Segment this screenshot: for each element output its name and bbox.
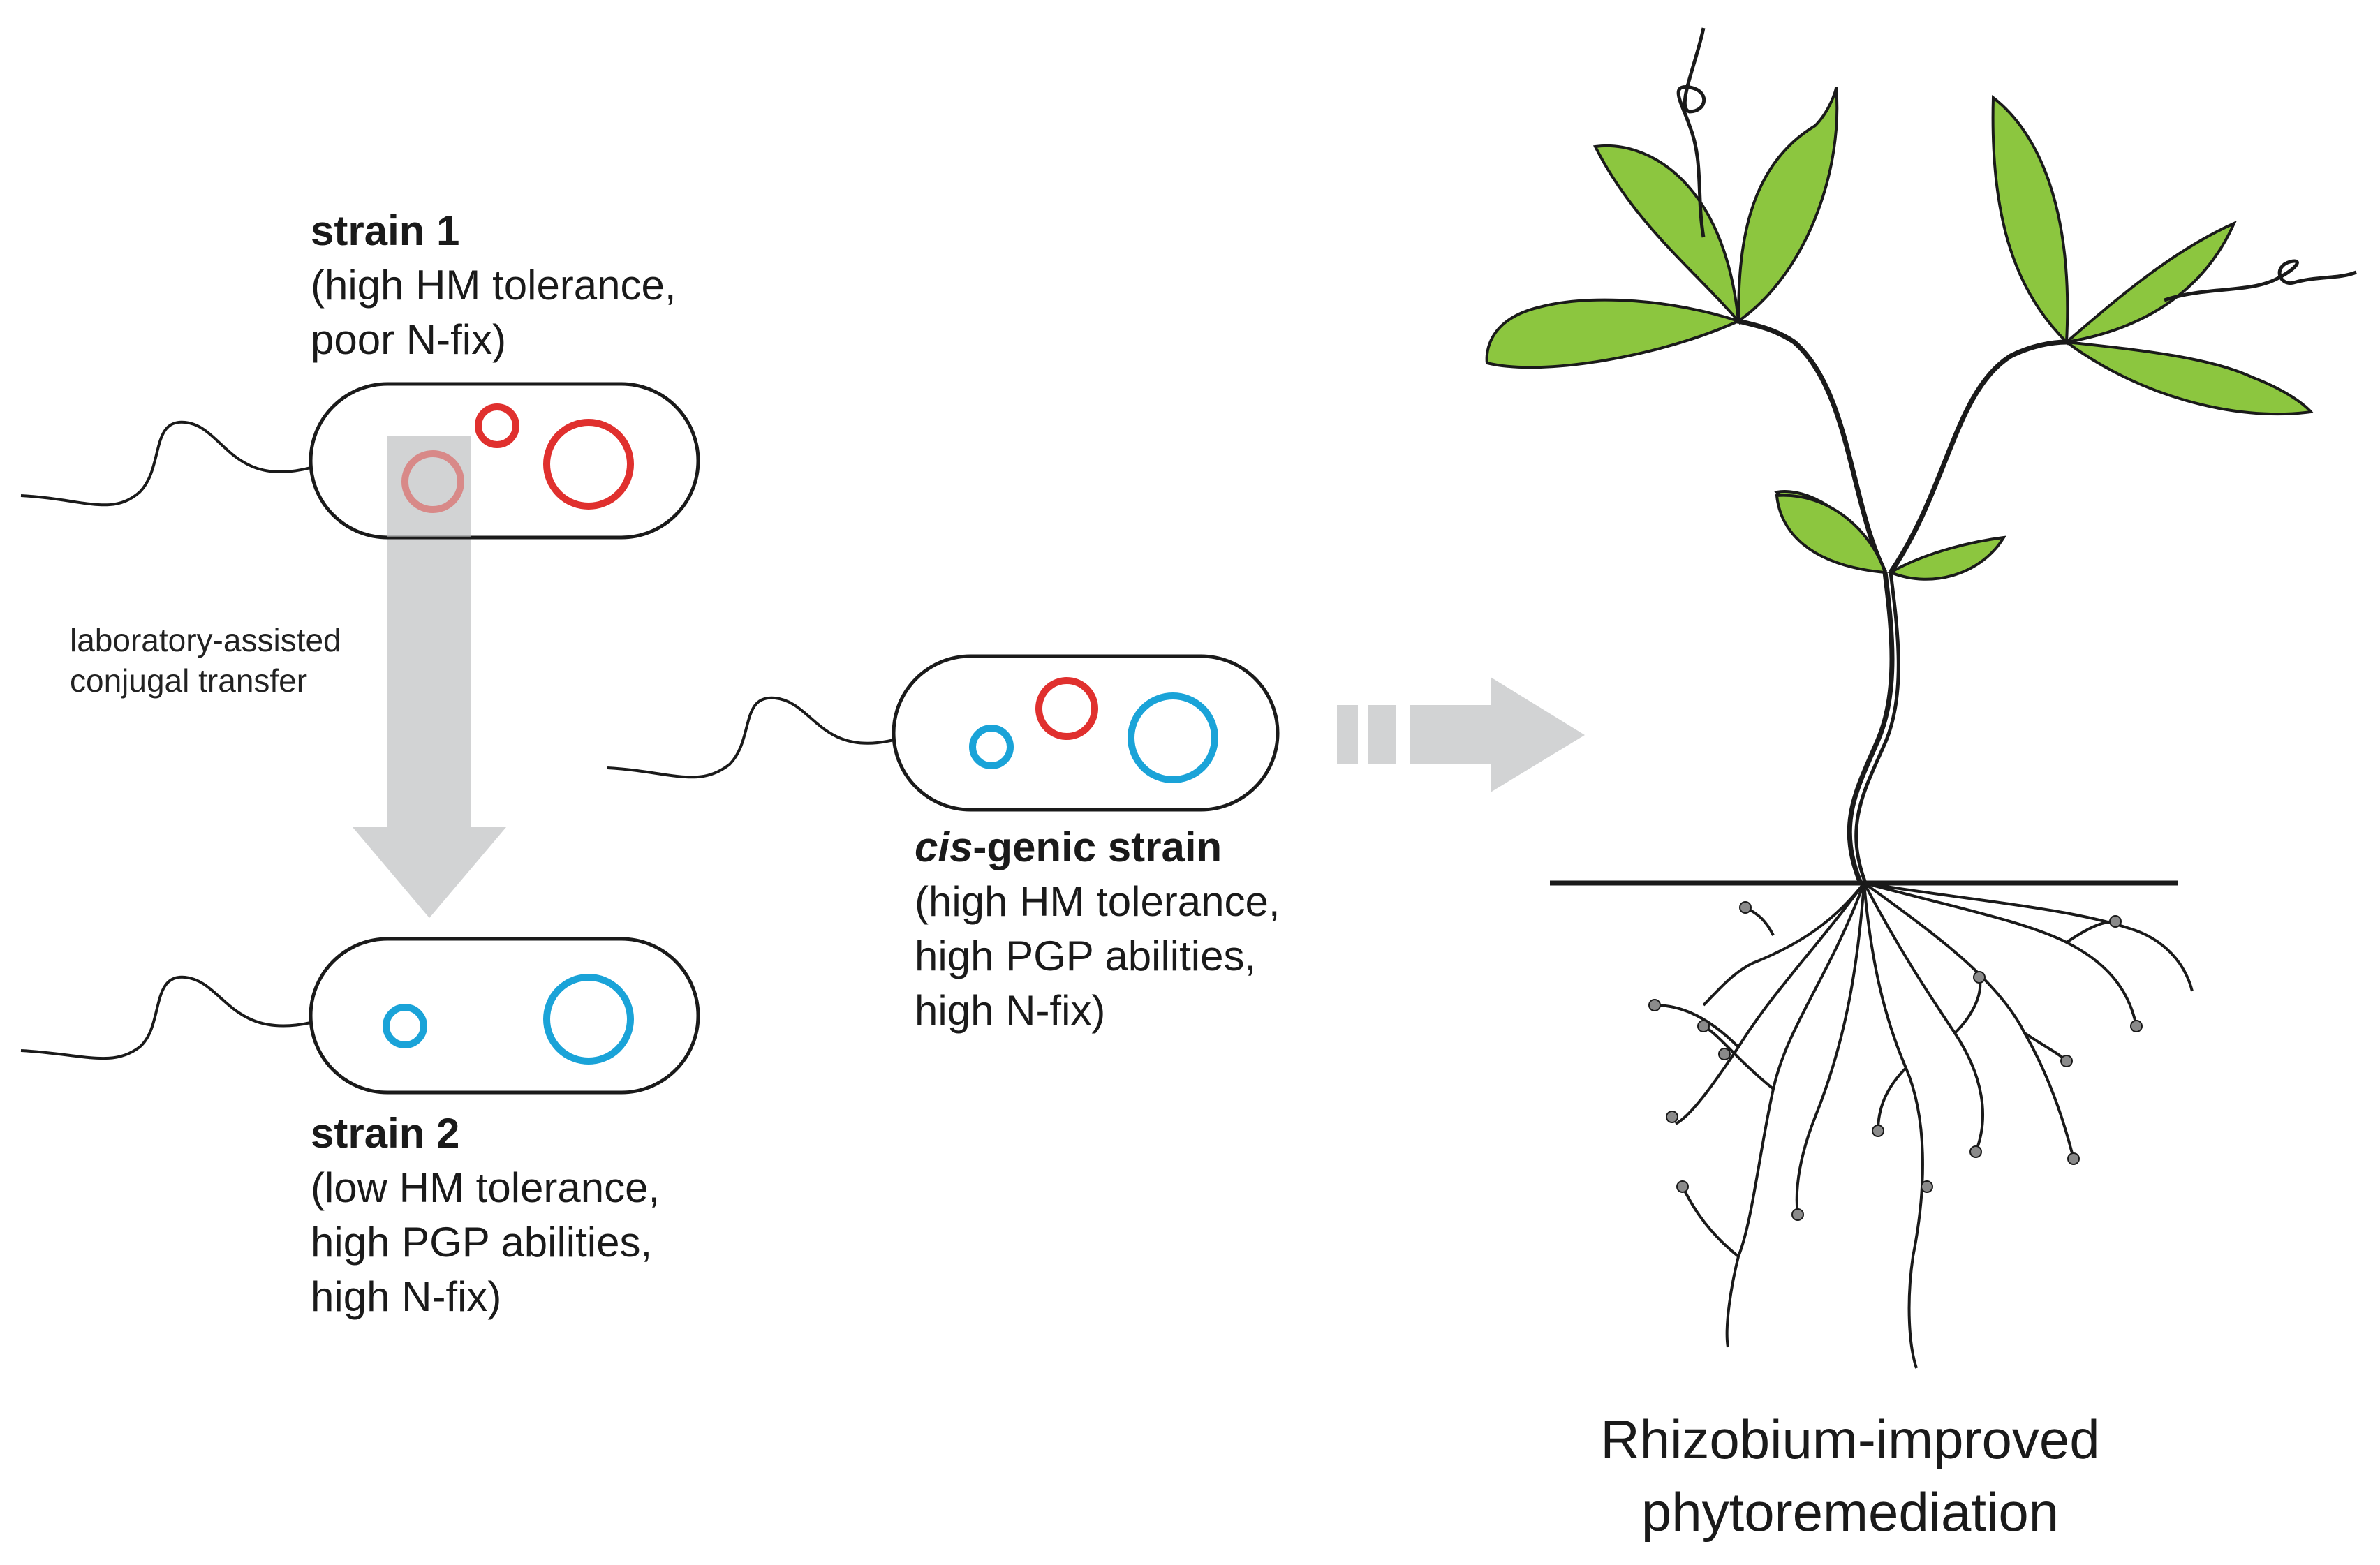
strain1-line-1: (high HM tolerance, <box>311 262 677 309</box>
cisgenic-label: cis-genic strain (high HM tolerance, hig… <box>915 820 1280 1038</box>
cisgenic-title-italic: cis <box>915 824 973 870</box>
strain1-plasmid-large <box>543 419 634 510</box>
cisgenic-plasmid-small <box>969 725 1014 769</box>
cisgenic-line-2: high PGP abilities, <box>915 933 1257 979</box>
strain1-cell <box>309 382 700 540</box>
cisgenic-plasmid-large <box>1128 692 1218 783</box>
strain1-plasmid-tiny <box>475 403 519 448</box>
cisgenic-cell <box>892 654 1280 812</box>
transfer-arrow-overlay <box>387 436 471 537</box>
caption-line-1: Rhizobium-improved <box>1600 1409 2100 1470</box>
strain1-bacterium <box>20 382 700 540</box>
strain1-line-2: poor N-fix) <box>311 316 507 363</box>
cisgenic-flagellum <box>607 696 894 779</box>
strain2-label: strain 2 (low HM tolerance, high PGP abi… <box>311 1106 660 1324</box>
strain2-flagellum <box>20 975 311 1060</box>
strain2-line-3: high N-fix) <box>311 1273 502 1320</box>
figure-caption: Rhizobium-improved phytoremediation <box>1501 1403 2199 1548</box>
strain2-cell <box>309 937 700 1095</box>
plant-illustration <box>1485 27 2357 1369</box>
transfer-label: laboratory-assisted conjugal transfer <box>70 620 341 701</box>
strain2-plasmid-large <box>543 974 634 1065</box>
cisgenic-plasmid-red <box>1035 677 1098 740</box>
cisgenic-line-1: (high HM tolerance, <box>915 878 1280 925</box>
strain1-label: strain 1 (high HM tolerance, poor N-fix) <box>311 204 677 367</box>
strain1-flagellum <box>20 420 311 507</box>
caption-line-2: phytoremediation <box>1641 1481 2060 1543</box>
transfer-label-line-1: laboratory-assisted <box>70 622 341 658</box>
strain2-plasmid-small <box>383 1004 427 1048</box>
strain1-title: strain 1 <box>311 207 460 254</box>
cisgenic-line-3: high N-fix) <box>915 987 1106 1034</box>
cisgenic-bacterium <box>607 654 1280 812</box>
cisgenic-title: cis-genic strain <box>915 820 1280 875</box>
strain2-title: strain 2 <box>311 1110 460 1157</box>
cisgenic-title-rest: -genic strain <box>973 824 1222 870</box>
strain2-line-1: (low HM tolerance, <box>311 1164 660 1211</box>
strain2-bacterium <box>20 937 700 1095</box>
transfer-label-line-2: conjugal transfer <box>70 662 308 699</box>
application-arrow <box>1337 677 1585 792</box>
strain2-line-2: high PGP abilities, <box>311 1219 653 1266</box>
